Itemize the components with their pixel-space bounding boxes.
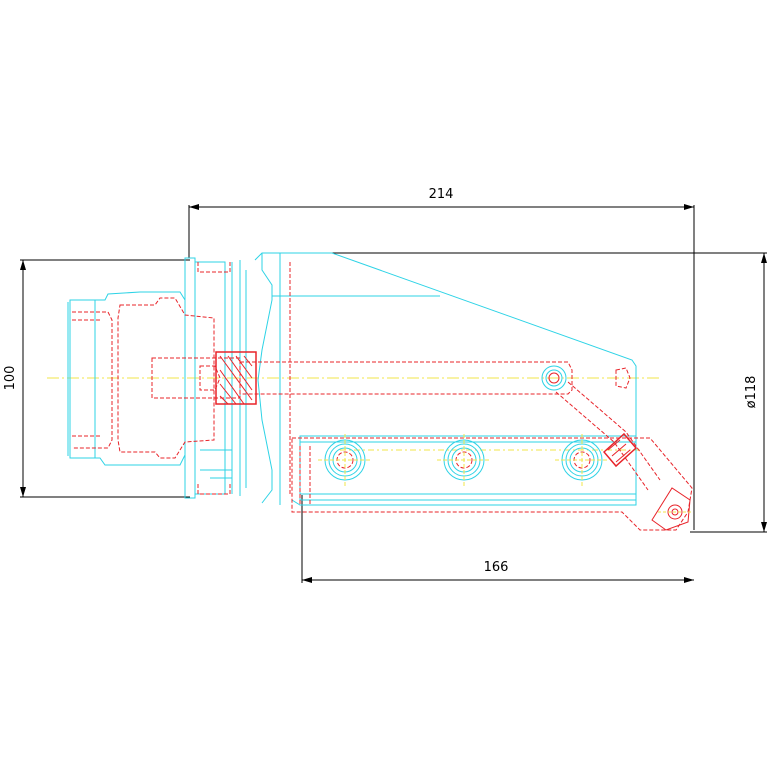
- dimension-bottom-label: 166: [484, 560, 509, 575]
- bolt-2: [437, 434, 491, 486]
- centerlines: [47, 377, 660, 451]
- pivot-bolt: [541, 365, 567, 391]
- bolt-3: [555, 434, 609, 486]
- dimension-right: ø118: [332, 252, 767, 533]
- dimension-left-label: 100: [3, 366, 18, 391]
- dimension-right-label: ø118: [744, 376, 759, 409]
- dimension-bottom: 166: [301, 495, 694, 583]
- stop-pin: [615, 367, 631, 389]
- bolt-1: [318, 434, 372, 486]
- dimension-left: 100: [3, 259, 190, 498]
- clamp-screw: [215, 351, 257, 405]
- part-outline: [67, 252, 637, 506]
- dimension-top-label: 214: [429, 187, 454, 202]
- insert-tip: [651, 487, 692, 531]
- hidden-lines: [72, 262, 693, 531]
- spring-clip: [602, 432, 638, 468]
- dimension-top: 214: [188, 187, 695, 530]
